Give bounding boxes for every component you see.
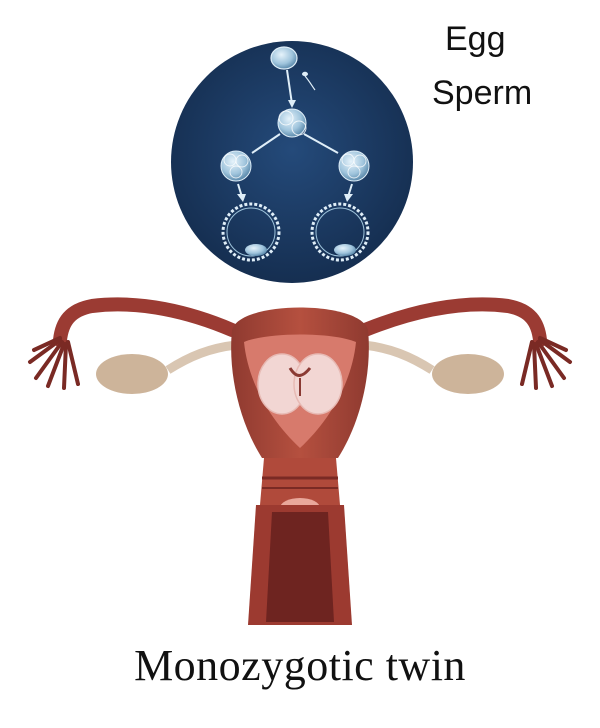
ovary-icon <box>432 354 504 394</box>
zygote-icon <box>277 108 307 138</box>
sperm-label: Sperm <box>432 74 533 112</box>
fallopian-tube-icon <box>358 297 547 347</box>
fimbriae-left <box>28 336 80 390</box>
arrow-egg-to-zygote <box>286 69 293 105</box>
uterus-icon <box>28 297 572 625</box>
circle-background <box>171 41 413 283</box>
fimbriae-right <box>520 336 572 390</box>
blastocyst-icon <box>310 202 370 262</box>
arrow-right-split <box>303 133 339 154</box>
fallopian-tube-icon <box>53 297 239 347</box>
cervix <box>260 458 340 505</box>
ligament-left <box>165 340 237 374</box>
arrowhead-2 <box>237 194 246 202</box>
arrowhead-1 <box>288 100 296 108</box>
egg-icon <box>270 46 298 70</box>
sperm-icon <box>302 71 316 91</box>
ovary-icon <box>96 354 168 394</box>
diagram-title: Monozygotic twin <box>134 641 466 690</box>
egg-label: Egg <box>445 20 506 58</box>
arrow-left-split <box>251 133 281 154</box>
twin-embryos-icon <box>257 353 343 415</box>
blastocyst-icon <box>221 202 281 262</box>
ligament-right <box>363 340 435 374</box>
embryo-cluster-icon <box>220 150 252 182</box>
vaginal-canal-inner <box>266 512 334 622</box>
development-circle <box>171 41 413 283</box>
embryo-cluster-icon <box>338 150 370 182</box>
arrowhead-3 <box>344 194 353 202</box>
